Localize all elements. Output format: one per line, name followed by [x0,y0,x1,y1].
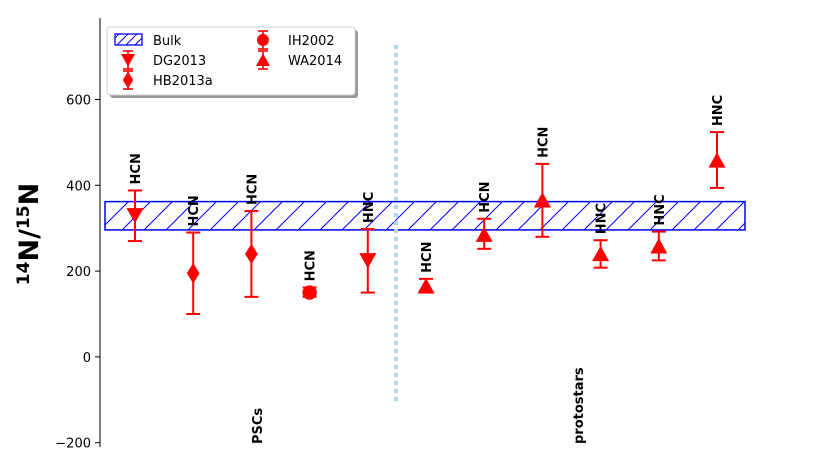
point-marker [302,285,317,300]
y-tick-label: 200 [66,265,91,280]
point-marker [708,152,726,168]
data-point-5: HNC [359,192,377,294]
data-point-4: HCN [302,250,319,300]
point-label: HCN [245,174,260,205]
point-marker [417,278,435,294]
legend-box [106,26,356,96]
y-tick-label: 0 [83,351,91,366]
legend-marker [121,54,135,67]
point-label: HCN [536,127,551,158]
point-marker [475,226,493,242]
ylabel-sup1: 14 [14,261,34,285]
data-point-6: HCN [417,242,435,294]
ylabel-sup2: 15 [14,205,34,229]
point-marker [186,263,200,284]
group-label: PSCs [251,408,266,444]
legend-label: Bulk [153,34,182,49]
legend-item-wa2014: WA2014 [256,50,342,70]
data-point-8: HCN [533,127,551,238]
bulk-band [104,200,746,231]
legend-item-bulk: Bulk [114,33,182,49]
point-label: HNC [595,203,610,234]
legend-item-dg2013: DG2013 [121,50,206,70]
y-tick-label: 600 [66,94,91,109]
y-axis-label: 14N/15N [14,183,45,285]
legend-marker [257,34,269,46]
point-label: HNC [711,95,726,126]
point-label: HCN [129,153,144,184]
y-tick-label: −200 [55,437,91,452]
point-marker [359,253,377,269]
data-point-11: HNC [708,95,726,189]
legend-marker [256,53,270,66]
legend-label: HB2013a [153,74,213,89]
data-point-9: HNC [592,203,610,269]
legend-label: WA2014 [288,54,342,69]
legend-label: IH2002 [288,34,335,49]
legend-swatch [114,33,143,46]
legend-marker [122,71,134,89]
point-marker [245,243,258,265]
point-label: HNC [362,192,377,223]
data-point-2: HCN [186,195,202,316]
legend-item-hb2013a: HB2013a [122,70,213,90]
point-label: HCN [187,195,202,226]
point-marker [592,245,610,262]
data-point-1: HCN [126,153,144,243]
group-label: protostars [572,367,587,444]
point-label: HCN [478,181,493,212]
point-marker [533,192,551,208]
y-tick-label: 400 [66,179,91,194]
bulk-band-layer [104,200,746,231]
data-point-10: HNC [650,194,668,262]
ylabel-base: N/ [14,229,45,262]
ylabel-tail: N [14,183,45,206]
point-label: HCN [420,242,435,273]
legend-label: DG2013 [153,54,206,69]
point-marker [650,238,668,254]
data-point-3: HCN [244,174,260,298]
data-points-layer: HCN HCN HCN HCN HNC HCN HCN HCN HNC HNC HNC [126,95,726,316]
point-label: HNC [653,194,668,225]
data-point-7: HCN [475,181,493,250]
legend-item-ih2002: IH2002 [257,30,335,50]
point-label: HCN [304,250,319,281]
group-labels-layer: PSCs protostars [251,367,587,444]
point-marker [126,208,144,224]
y-axis-ticks: −200 0 200 400 600 [55,94,100,452]
